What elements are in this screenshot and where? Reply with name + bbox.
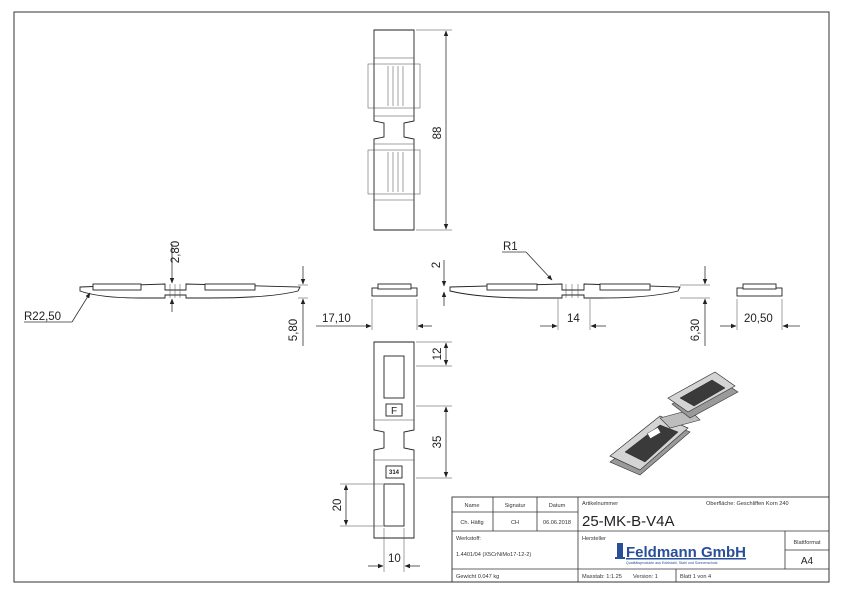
dim-r1: R1 (503, 241, 518, 253)
dim-2-80: 2,80 (170, 241, 182, 263)
dim-88: 88 (432, 127, 444, 140)
tb-date: 06.06.2018 (543, 520, 571, 526)
dim-10: 10 (388, 553, 401, 565)
tb-header-name: Name (465, 503, 480, 509)
part-letter: F (391, 406, 397, 417)
left-side-view: 2,80 R22,50 5,80 (24, 241, 308, 346)
tb-article-label: Artikelnummer (582, 501, 618, 507)
isometric-view (609, 371, 739, 476)
part-number: 314 (389, 470, 400, 476)
tb-scale: Masstab: 1:1.25 (582, 574, 622, 580)
dim-35: 35 (432, 436, 444, 449)
tb-format: A4 (801, 556, 814, 567)
tb-article-number: 25-MK-B-V4A (582, 513, 675, 530)
title-block: Name Signatur Datum Ch. Häfig CH 06.06.2… (451, 496, 830, 583)
tb-sheet: Blatt 1 von 4 (680, 574, 711, 580)
dim-20: 20 (332, 499, 344, 512)
tb-material: 1.4401/04 (X5CrNiMo17-12-2) (456, 552, 531, 558)
dim-17-10: 17,10 (322, 313, 351, 325)
dim-14: 14 (567, 313, 580, 325)
tb-header-date: Datum (549, 503, 566, 509)
top-view: 88 (367, 29, 452, 231)
right-side-view: 2 R1 14 6,30 (431, 241, 710, 346)
dim-5-80: 5,80 (288, 319, 300, 341)
logo-text: Feldmann GmbH (626, 544, 746, 561)
tb-manufacturer-label: Hersteller (582, 536, 606, 542)
tb-name: Ch. Häfig (460, 520, 483, 526)
bottom-view: F 314 12 35 20 10 (332, 341, 452, 572)
end-view: 17,10 (316, 283, 432, 330)
tb-version: Version: 1 (633, 574, 658, 580)
dim-6-30: 6,30 (690, 319, 702, 341)
tb-format-label: Blattformat (793, 540, 820, 546)
dim-2: 2 (431, 262, 443, 268)
tb-header-signature: Signatur (505, 503, 526, 509)
dim-12: 12 (432, 348, 444, 361)
far-right-end-view: 20,50 (720, 283, 800, 330)
logo-tagline: Qualitätsprodukte aus Edelstahl, Stahl u… (626, 561, 718, 565)
tb-surface: Oberfläche: Geschliffen Korn 240 (706, 501, 789, 507)
drawing-frame (13, 11, 830, 583)
feldmann-logo: Feldmann GmbH Qualitätsprodukte aus Edel… (615, 543, 746, 565)
dim-r22-50: R22,50 (24, 311, 61, 323)
dim-20-50: 20,50 (744, 313, 773, 325)
tb-signature: CH (511, 520, 519, 526)
tb-weight: Gewicht 0.047 kg (456, 574, 499, 580)
tb-material-label: Werkstoff: (456, 536, 481, 542)
